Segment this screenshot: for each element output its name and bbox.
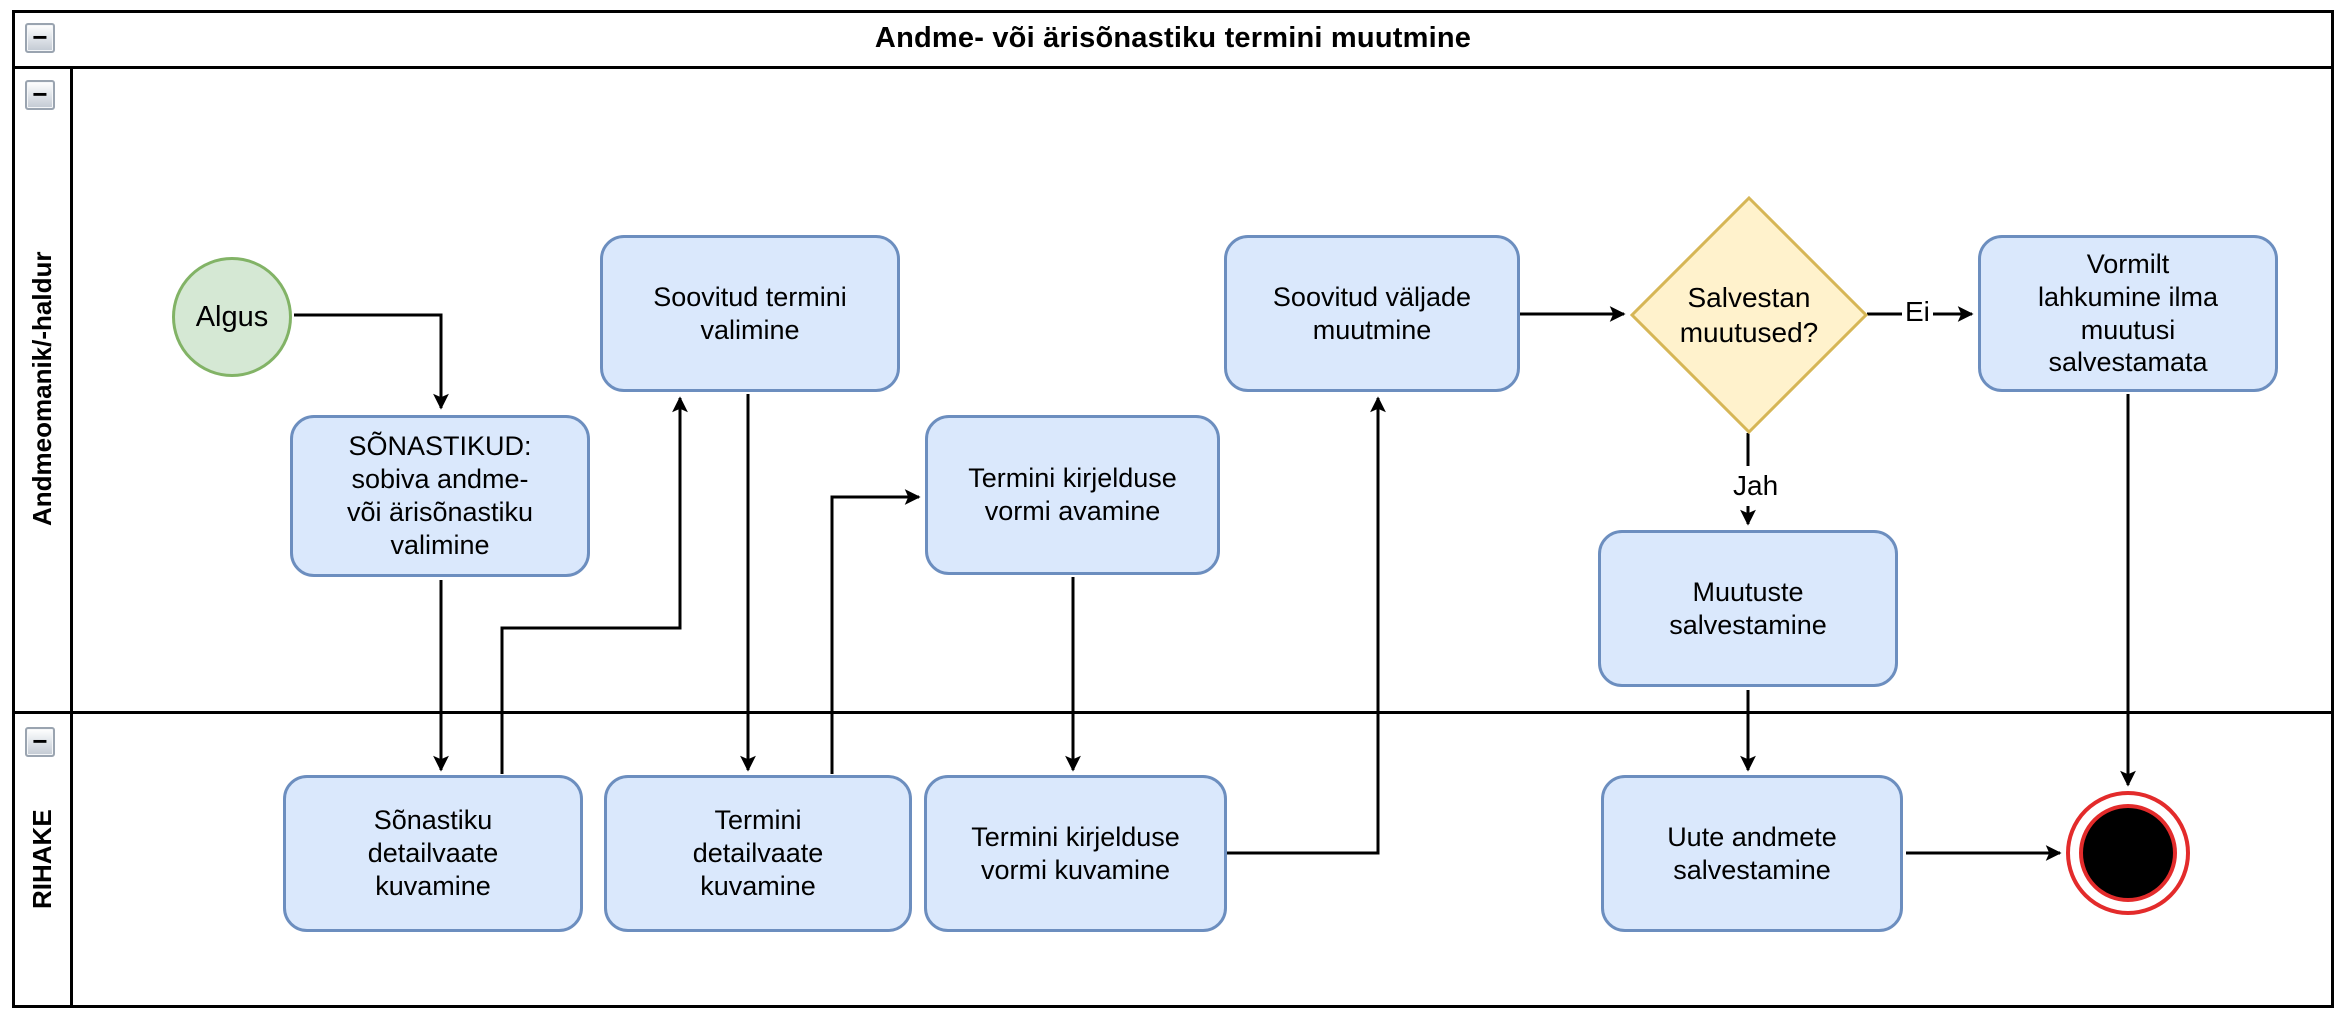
task-label: Termini detailvaate kuvamine	[692, 805, 824, 901]
end-event	[2066, 791, 2190, 915]
task-label: Termini kirjelduse vormi kuvamine	[971, 821, 1180, 885]
task-label: Termini kirjelduse vormi avamine	[968, 463, 1177, 526]
task-label: Uute andmete salvestamine	[1667, 821, 1837, 885]
task-label: Sõnastiku detailvaate kuvamine	[367, 805, 499, 901]
task-label: Muutuste salvestamine	[1669, 576, 1827, 640]
lane-header-divider	[70, 66, 73, 1008]
edge-label-ei: Ei	[1902, 292, 1933, 332]
task-vali-sonastik: SÕNASTIKUD: sobiva andme- või ärisõnasti…	[290, 415, 590, 577]
lane-label-andmeomanik: Andmeomanik/-haldur	[27, 251, 57, 527]
task-ava-vorm: Termini kirjelduse vormi avamine	[925, 415, 1220, 575]
task-lahku-vormilt: Vormilt lahkumine ilma muutusi salvestam…	[1978, 235, 2278, 392]
diamond-shape	[1629, 195, 1869, 435]
task-label: Soovitud väljade muutmine	[1272, 281, 1472, 345]
task-salvesta-muutused: Muutuste salvestamine	[1598, 530, 1898, 687]
task-vali-termin: Soovitud termini valimine	[600, 235, 900, 392]
pool-title: Andme- või ärisõnastiku termini muutmine	[874, 21, 1472, 54]
task-muuda-valjad: Soovitud väljade muutmine	[1224, 235, 1520, 392]
decision-gateway: Salvestan muutused?	[1629, 195, 1869, 435]
end-event-core	[2079, 804, 2177, 902]
task-label: Vormilt lahkumine ilma muutusi salvestam…	[2037, 248, 2219, 378]
task-kuva-vorm: Termini kirjelduse vormi kuvamine	[924, 775, 1227, 932]
task-kuva-termin: Termini detailvaate kuvamine	[604, 775, 912, 932]
task-label: SÕNASTIKUD: sobiva andme- või ärisõnasti…	[346, 431, 534, 560]
lane1-collapse-button[interactable]: −	[25, 80, 55, 110]
pool-title-divider	[12, 66, 2334, 69]
lane-divider	[12, 711, 2334, 714]
task-salvesta-andmed: Uute andmete salvestamine	[1601, 775, 1903, 932]
pool-collapse-button[interactable]: −	[25, 23, 55, 53]
edge-label-jah: Jah	[1730, 466, 1782, 506]
lane2-collapse-button[interactable]: −	[25, 727, 55, 757]
lane-label-rihake: RIHAKE	[27, 809, 57, 909]
start-event-label: Algus	[195, 300, 269, 333]
start-event: Algus	[172, 257, 292, 377]
task-kuva-sonastik: Sõnastiku detailvaate kuvamine	[283, 775, 583, 932]
decision-label: Salvestan muutused?	[1679, 282, 1819, 348]
task-label: Soovitud termini valimine	[653, 281, 847, 345]
